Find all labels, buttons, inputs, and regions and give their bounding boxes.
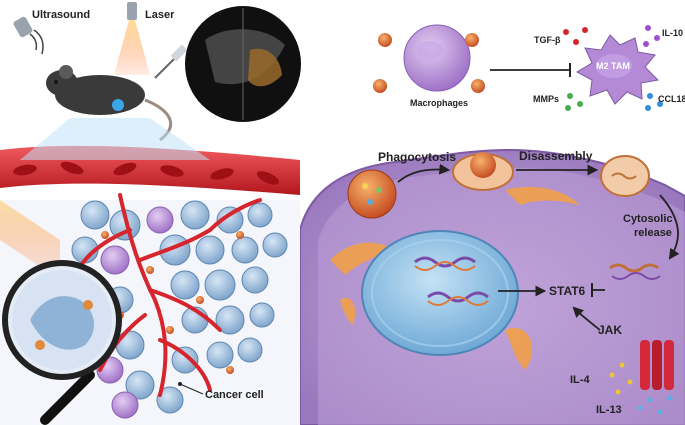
cytosolic-release-arrow <box>659 194 680 260</box>
jak-to-stat6-arrow <box>572 306 601 331</box>
golgi-apparatus <box>505 186 580 205</box>
nanoparticle <box>166 326 174 334</box>
cancer-cell <box>156 386 184 414</box>
mouse-icon <box>46 65 173 142</box>
imaging-field-light <box>20 118 210 160</box>
cancer-cell <box>241 266 269 294</box>
released-mrna <box>609 263 661 280</box>
cancer-cell <box>125 370 155 400</box>
cytosolic-vesicle <box>600 155 650 197</box>
endosome-with-nanoparticles <box>452 152 514 191</box>
il-10-label: IL-10 <box>662 28 684 38</box>
ultrasound-label: Ultrasound <box>32 9 91 21</box>
nanoparticle <box>196 296 204 304</box>
mmps-label: MMPs <box>533 94 560 104</box>
mitochondria <box>340 298 356 325</box>
cancer-cell <box>206 341 234 369</box>
dna-strand <box>414 261 476 271</box>
tumor-cells <box>71 200 288 419</box>
cytosolic-release-label-line2: release <box>634 227 672 239</box>
cancer-cell <box>195 235 225 265</box>
cancer-cell <box>216 206 244 234</box>
disassembly-label: Disassembly <box>519 149 593 163</box>
il-4-label: IL-4 <box>570 374 590 386</box>
tgf-b-label: TGF-β <box>534 35 561 45</box>
cancer-cell <box>115 330 145 360</box>
cancer-cell <box>170 270 200 300</box>
cancer-cell <box>215 305 245 335</box>
macrophage-cell <box>299 148 685 425</box>
cancer-cell-label: Cancer cell <box>205 389 264 401</box>
m2-tam-label: M2 TAM <box>596 61 630 71</box>
cytosolic-release-label-line1: Cytosolic <box>623 213 673 225</box>
cancer-cell <box>237 337 263 363</box>
nanoparticle <box>373 79 387 93</box>
receptor-channel-icon <box>640 340 674 390</box>
m2-tam-cell <box>575 34 660 105</box>
ccl18-label: CCL18 <box>658 94 685 104</box>
macrophage <box>111 391 139 419</box>
macrophages-label: Macrophages <box>410 98 469 108</box>
cytokine-dots <box>563 25 663 111</box>
il4-il13-dots <box>609 362 673 415</box>
dna-strand <box>427 296 489 306</box>
nucleus <box>361 230 519 356</box>
dna-strand <box>427 291 489 303</box>
cancer-cell <box>249 302 275 328</box>
magnifier-icon <box>2 260 122 425</box>
phagocytosis-arrow <box>397 163 451 183</box>
inhibition-line <box>490 63 571 77</box>
cancer-cell <box>171 346 199 374</box>
ultrasound-photoacoustic-image <box>185 6 301 122</box>
capillary-network <box>73 193 262 397</box>
nanoparticle <box>101 231 109 239</box>
stat6-label: STAT6 <box>549 284 586 298</box>
macrophage <box>100 245 130 275</box>
macrophage <box>146 206 174 234</box>
endoplasmic-reticulum <box>330 242 395 275</box>
dna-strand <box>414 256 476 268</box>
nanoparticle <box>347 169 397 219</box>
cancer-cell <box>204 269 236 301</box>
ultrasound-probe-icon <box>13 16 44 55</box>
macrophage <box>403 24 471 92</box>
jak-label: JAK <box>598 323 623 337</box>
cancer-cell <box>231 236 259 264</box>
phagocytosis-label: Phagocytosis <box>378 150 457 164</box>
nanoparticle <box>146 266 154 274</box>
il-13-label: IL-13 <box>596 404 622 416</box>
cancer-cell <box>247 202 273 228</box>
nanoparticle <box>465 33 479 47</box>
laser-beam-left <box>0 200 60 280</box>
laser-label: Laser <box>145 9 175 21</box>
cancer-cell <box>262 232 288 258</box>
cancer-cell <box>80 200 110 230</box>
nanoparticle <box>226 366 234 374</box>
cancer-cell <box>180 200 210 230</box>
nanoparticle <box>378 33 392 47</box>
mrna-inhibits-stat6 <box>591 283 605 297</box>
mitochondria <box>505 328 533 370</box>
syringe-icon <box>154 44 188 79</box>
laser-device-icon <box>114 2 150 75</box>
nanoparticle <box>236 231 244 239</box>
nanoparticle <box>471 79 485 93</box>
